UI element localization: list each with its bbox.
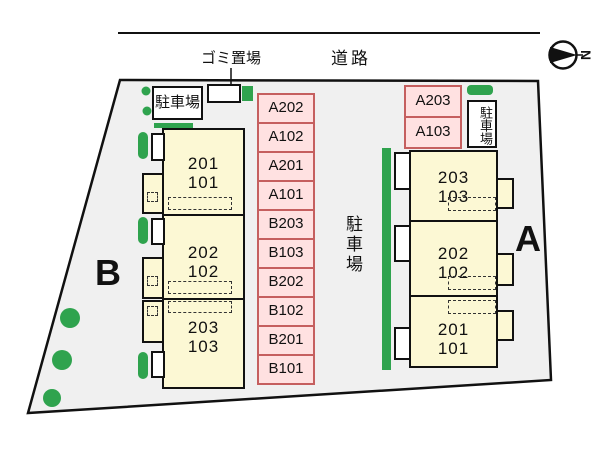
- shrub-dot: [142, 106, 152, 116]
- tree-icon: [43, 389, 61, 407]
- parking-stall: B102: [257, 296, 315, 327]
- building-b-letter: B: [95, 252, 122, 293]
- floorplan-dashes: [147, 192, 158, 202]
- unit-label-b-201-101: 201 101: [187, 154, 220, 192]
- parking-stall: A203: [404, 85, 462, 118]
- building-a-entrance: [394, 225, 411, 262]
- parking-stall-column: A202 A102 A201 A101 B203 B103 B202 B102 …: [257, 93, 315, 385]
- parking-stall: B203: [257, 209, 315, 240]
- hedge-long-bar: [382, 148, 391, 370]
- hedge-bar: [467, 85, 493, 95]
- parking-stall: B101: [257, 354, 315, 385]
- parking-stall: B201: [257, 325, 315, 356]
- floorplan-dashes: [448, 300, 496, 314]
- parking-area-label-center: 駐車場: [343, 215, 362, 275]
- floorplan-dashes: [448, 276, 496, 290]
- building-b-entrance: [151, 133, 165, 161]
- parking-stall: A102: [257, 122, 315, 153]
- parking-stall: B202: [257, 267, 315, 298]
- floorplan-dashes: [168, 301, 232, 313]
- unit-divider: [411, 295, 496, 297]
- hedge-bar: [138, 132, 148, 159]
- building-a-letter: A: [515, 218, 542, 259]
- building-a-entrance: [394, 152, 411, 190]
- unit-label-a-203-103: 203 103: [437, 168, 470, 206]
- unit-label-a-202-102: 202 102: [437, 244, 470, 282]
- unit-divider: [164, 214, 243, 216]
- building-a-entrance: [394, 327, 411, 360]
- parking-box-top-left: 駐車場: [152, 86, 203, 120]
- garbage-area-label: ゴミ置場: [200, 50, 261, 67]
- parking-box-right: 駐車場: [467, 100, 497, 148]
- building-b: 201 101 202 102 203 103: [162, 128, 245, 389]
- tree-icon: [52, 350, 72, 370]
- shrub-dot: [141, 86, 151, 96]
- tree-icon: [60, 308, 80, 328]
- parking-stall: A201: [257, 151, 315, 182]
- unit-label-a-201-101: 201 101: [437, 320, 470, 358]
- building-b-entrance: [151, 218, 165, 245]
- road-label: 道路: [331, 49, 371, 68]
- floorplan-dashes: [147, 276, 158, 286]
- floorplan-dashes: [168, 197, 232, 210]
- unit-divider: [164, 298, 243, 300]
- building-a: 203 103 202 102 201 101: [409, 150, 498, 368]
- hedge-bar: [138, 352, 148, 379]
- parking-stall: B103: [257, 238, 315, 269]
- building-b-entrance: [151, 351, 165, 378]
- unit-divider: [411, 220, 496, 222]
- hedge-bar: [242, 86, 253, 101]
- floorplan-dashes: [168, 281, 232, 294]
- compass-icon: N: [548, 40, 594, 70]
- compass-north-label: N: [578, 50, 594, 60]
- hedge-bar: [154, 123, 193, 128]
- parking-stall: A202: [257, 93, 315, 124]
- unit-label-b-202-102: 202 102: [187, 243, 220, 281]
- floorplan-dashes: [147, 306, 158, 316]
- unit-label-b-203-103: 203 103: [187, 318, 220, 356]
- floorplan-dashes: [448, 197, 496, 211]
- hedge-bar: [138, 217, 148, 244]
- parking-stall-column-right: A203 A103: [404, 85, 462, 149]
- parking-stall: A103: [404, 116, 462, 149]
- garbage-box: [207, 84, 241, 103]
- parking-stall: A101: [257, 180, 315, 211]
